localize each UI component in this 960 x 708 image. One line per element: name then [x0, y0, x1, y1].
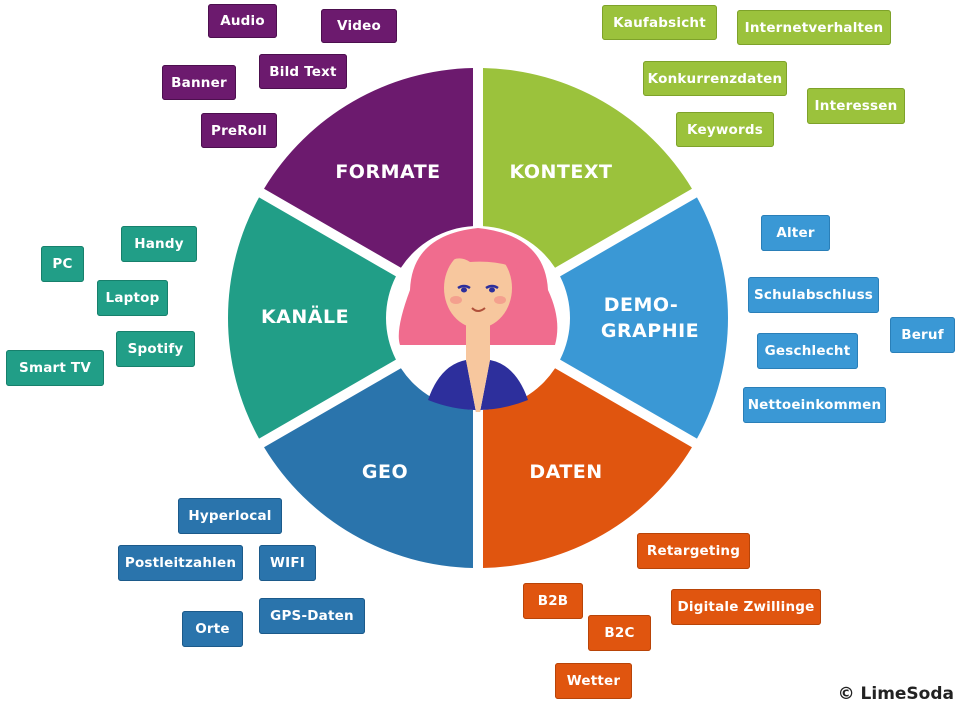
tag-wetter: Wetter [555, 663, 632, 699]
tag-banner: Banner [162, 65, 236, 100]
tag-postleitzahlen: Postleitzahlen [118, 545, 243, 581]
tag-laptop: Laptop [97, 280, 168, 316]
tag-wifi: WIFI [259, 545, 316, 581]
tag-handy: Handy [121, 226, 197, 262]
woman-avatar-icon [388, 228, 566, 412]
segment-kontext [482, 68, 692, 268]
segment-formate [264, 68, 474, 268]
segment-daten [482, 368, 692, 568]
tag-hyperlocal: Hyperlocal [178, 498, 282, 534]
segment-geo [264, 368, 474, 568]
tag-schulabschluss: Schulabschluss [748, 277, 879, 313]
tag-orte: Orte [182, 611, 243, 647]
tag-preroll: PreRoll [201, 113, 277, 148]
segment-label-kontext: KONTEXT [510, 161, 613, 183]
tag-alter: Alter [761, 215, 830, 251]
tag-smart-tv: Smart TV [6, 350, 104, 386]
tag-konkurrenzdaten: Konkurrenzdaten [643, 61, 787, 96]
segment-label-daten: DATEN [529, 461, 602, 483]
segment-label-demographie-1: DEMO- [604, 294, 679, 316]
tag-b2b: B2B [523, 583, 583, 619]
segment-label-demographie-2: GRAPHIE [601, 320, 699, 342]
tag-gps-daten: GPS-Daten [259, 598, 365, 634]
tag-interessen: Interessen [807, 88, 905, 124]
segment-demographie [560, 197, 729, 439]
tag-internetverhalten: Internetverhalten [737, 10, 891, 45]
tag-geschlecht: Geschlecht [757, 333, 858, 369]
segment-label-formate: FORMATE [335, 161, 440, 183]
tag-retargeting: Retargeting [637, 533, 750, 569]
tag-video: Video [321, 9, 397, 43]
segment-label-kanaele: KANÄLE [261, 304, 349, 328]
segment-kanaele [227, 197, 396, 439]
tag-keywords: Keywords [676, 112, 774, 147]
tag-digitale-zwillinge: Digitale Zwillinge [671, 589, 821, 625]
segment-label-geo: GEO [362, 461, 408, 483]
tag-pc: PC [41, 246, 84, 282]
tag-b2c: B2C [588, 615, 651, 651]
tag-nettoeinkommen: Nettoeinkommen [743, 387, 886, 423]
tag-spotify: Spotify [116, 331, 195, 367]
tag-kaufabsicht: Kaufabsicht [602, 5, 717, 40]
copyright-text: © LimeSoda [837, 684, 954, 704]
tag-bild-text: Bild Text [259, 54, 347, 89]
tag-beruf: Beruf [890, 317, 955, 353]
tag-audio: Audio [208, 4, 277, 38]
